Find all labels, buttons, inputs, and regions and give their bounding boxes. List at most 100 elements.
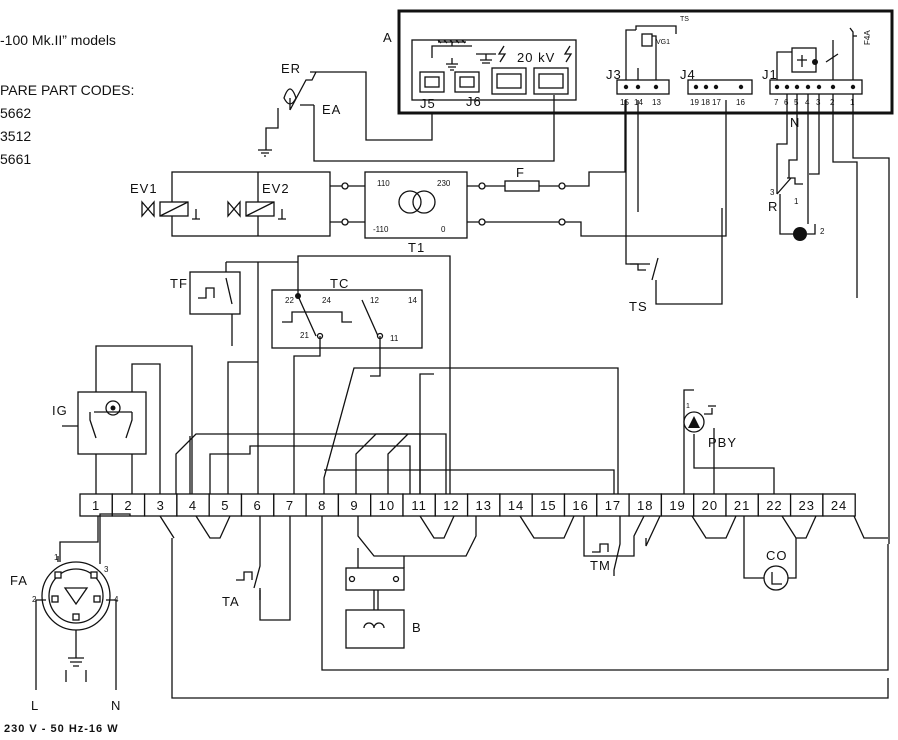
transformer-t1: 110 230 -110 0 T1 F <box>330 100 727 256</box>
power-socket-fa: FA 1 2 3 4 <box>10 513 131 690</box>
j4-pin-16: 16 <box>736 98 745 107</box>
spare-code-1: 5662 <box>0 105 31 121</box>
terminal-label: 17 <box>605 498 621 513</box>
terminal-label: 19 <box>669 498 685 513</box>
r-label: R <box>768 199 778 214</box>
tc-11: 11 <box>390 334 399 343</box>
j4-pin-18: 18 <box>701 98 710 107</box>
main-switch-ig: IG <box>52 345 193 494</box>
ea-label: EA <box>322 102 341 117</box>
spare-code-3: 5661 <box>0 151 31 167</box>
t1-110: 110 <box>377 179 390 188</box>
ev1-label: EV1 <box>130 181 158 196</box>
lamp-pin-2: 2 <box>820 227 825 236</box>
ignition-electrodes: ER EA <box>258 61 555 162</box>
lightning-icon <box>563 45 573 63</box>
terminal-label: 2 <box>124 498 132 513</box>
er-label: ER <box>281 61 301 76</box>
fuse-f <box>504 180 540 192</box>
terminal-label: 1 <box>92 498 100 513</box>
spare-codes-title: PARE PART CODES: <box>0 82 134 98</box>
tm-label: TM <box>590 558 611 573</box>
j5-label: J5 <box>420 96 436 111</box>
n-label: N <box>790 115 800 130</box>
supply-rating: 230 V - 50 Hz-16 W <box>4 723 119 735</box>
fuse-f-label: F <box>516 165 525 180</box>
t1-label: T1 <box>408 240 425 255</box>
b-label: B <box>412 620 422 635</box>
fa-pin-3: 3 <box>104 565 109 574</box>
pressure-switch-co: CO <box>743 516 797 591</box>
pump-pby: PBY 1 <box>683 403 737 450</box>
j4-pin-17: 17 <box>712 98 721 107</box>
internal-wiring <box>175 361 775 494</box>
thermostat-tm: TM <box>590 538 621 576</box>
lightning-icon <box>497 45 507 63</box>
terminal-label: 12 <box>443 498 459 513</box>
gas-valves: EV1 EV2 <box>130 171 331 237</box>
terminal-label: 10 <box>379 498 395 513</box>
spare-code-2: 3512 <box>0 128 31 144</box>
tc-24: 24 <box>322 296 331 305</box>
j4-label: J4 <box>680 67 696 82</box>
tc-22: 22 <box>285 296 294 305</box>
tc-12: 12 <box>370 296 379 305</box>
relay-r-lamp: N 3 1 R 2 <box>768 94 890 544</box>
j1-pin-7: 7 <box>774 98 779 107</box>
j3-label: J3 <box>606 67 622 82</box>
terminal-label: 5 <box>221 498 229 513</box>
lower-wiring <box>159 515 889 699</box>
pby-pin-1: 1 <box>686 403 690 410</box>
terminal-label: 14 <box>508 498 524 513</box>
thermostat-ta: TA <box>222 546 261 609</box>
board-a-label: A <box>383 30 393 45</box>
t1-230: 230 <box>437 179 451 188</box>
terminal-label: 8 <box>318 498 326 513</box>
board-ts-label: TS <box>680 16 689 23</box>
j6-label: J6 <box>466 94 482 109</box>
tc-label: TC <box>330 276 349 291</box>
thermostats-tf-tc: TF TC 22 24 21 12 14 11 <box>170 255 451 494</box>
terminal-label: 6 <box>254 498 262 513</box>
r-pin-3: 3 <box>770 188 775 197</box>
terminal-label: 11 <box>411 498 427 513</box>
terminal-cell <box>822 493 856 517</box>
supply-n-label: N <box>111 698 121 713</box>
terminal-label: 21 <box>734 498 750 513</box>
terminal-label: 16 <box>572 498 588 513</box>
terminal-label: 18 <box>637 498 653 513</box>
j3-pin-14: 14 <box>634 98 643 107</box>
terminal-label: 7 <box>286 498 294 513</box>
terminal-label: 15 <box>540 498 556 513</box>
ev2-label: EV2 <box>262 181 290 196</box>
tf-label: TF <box>170 276 188 291</box>
fa-pin-2: 2 <box>32 595 37 604</box>
terminal-label: 4 <box>189 498 197 513</box>
ts-label: TS <box>629 299 648 314</box>
supply-l-label: L <box>31 698 39 713</box>
pby-label: PBY <box>708 435 737 450</box>
safety-thermostat-ts: TS <box>625 208 723 314</box>
tc-21: 21 <box>300 331 309 340</box>
terminal-label: 22 <box>766 498 782 513</box>
terminal-label: 23 <box>799 498 815 513</box>
j4-pin-19: 19 <box>690 98 699 107</box>
t1-m110: -110 <box>373 225 389 234</box>
terminal-label: 13 <box>476 498 492 513</box>
co-label: CO <box>766 548 788 563</box>
j3-pin-13: 13 <box>652 98 661 107</box>
f4a-label: F4A <box>863 30 872 45</box>
j1-label: J1 <box>762 67 778 82</box>
terminal-label: 20 <box>702 498 718 513</box>
fa-label: FA <box>10 573 28 588</box>
vg1-label: VG1 <box>656 39 670 46</box>
terminal-label: 3 <box>157 498 165 513</box>
component-b: B <box>345 548 422 649</box>
ig-label: IG <box>52 403 68 418</box>
control-board-a: A J5 J6 20 kV J3 15 14 13 J4 19 18 17 16… <box>383 9 894 115</box>
t1-0: 0 <box>441 225 446 234</box>
lamp-icon <box>793 227 807 241</box>
model-note: -100 Mk.II” models <box>0 32 116 48</box>
